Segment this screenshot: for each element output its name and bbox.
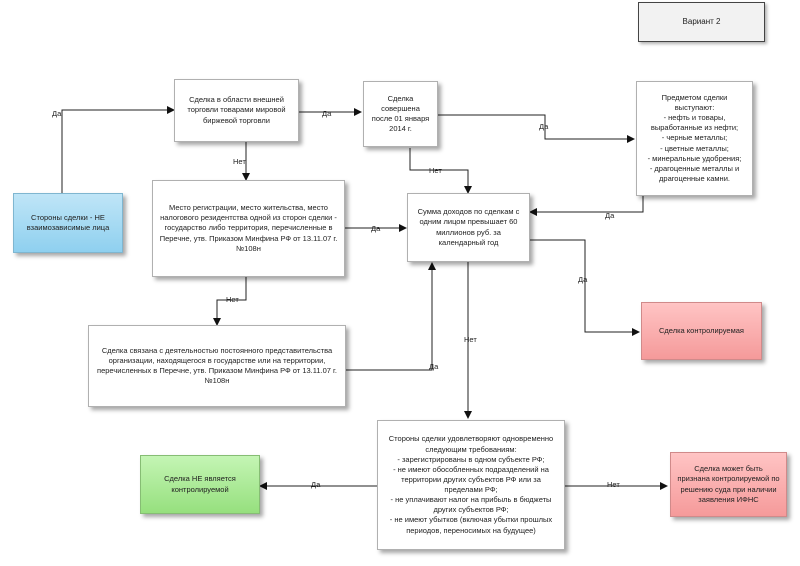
- label-yes-2: Да: [322, 109, 332, 118]
- box-after-date: Сделка совершена после 01 января 2014 г.: [363, 81, 438, 147]
- label-yes-5: Да: [371, 224, 381, 233]
- box-income-sum: Сумма доходов по сделкам с одним лицом п…: [407, 193, 530, 262]
- label-yes-6: Да: [578, 275, 588, 284]
- box-representative-office: Сделка связана с деятельностью постоянно…: [88, 325, 346, 407]
- arrow-repoffice-to-income: [346, 262, 436, 371]
- box-exchange-trade: Сделка в области внешней торговли товара…: [174, 79, 299, 142]
- box-court-decision: Сделка может быть признана контролируемо…: [670, 452, 787, 517]
- label-yes-1: Да: [52, 109, 62, 118]
- box-registration: Место регистрации, место жительства, мес…: [152, 180, 345, 277]
- box-subject: Предметом сделки выступают: - нефть и то…: [636, 81, 753, 196]
- arrow-income-to-controlled: [530, 239, 640, 336]
- label-no-1: Нет: [233, 157, 246, 166]
- label-yes-8: Да: [311, 480, 321, 489]
- arrow-parties-to-exchange: [61, 106, 175, 193]
- label-yes-3: Да: [539, 122, 549, 131]
- box-parties-not-related: Стороны сделки - НЕ взаимозависимые лица: [13, 193, 123, 253]
- arrow-subject-to-income: [529, 196, 644, 216]
- variant-label: Вариант 2: [638, 2, 765, 42]
- arrow-date-to-income: [409, 148, 472, 194]
- label-yes-4: Да: [605, 211, 615, 220]
- label-yes-7: Да: [429, 362, 439, 371]
- box-not-controlled: Сделка НЕ является контролируемой: [140, 455, 260, 514]
- label-no-3: Нет: [226, 295, 239, 304]
- label-no-5: Нет: [607, 480, 620, 489]
- arrow-date-to-subject: [438, 114, 635, 143]
- label-no-2: Нет: [429, 166, 442, 175]
- box-requirements: Стороны сделки удовлетворяют одновременн…: [377, 420, 565, 550]
- label-no-4: Нет: [464, 335, 477, 344]
- arrow-registration-to-repoffice: [213, 277, 247, 326]
- box-controlled: Сделка контролируемая: [641, 302, 762, 360]
